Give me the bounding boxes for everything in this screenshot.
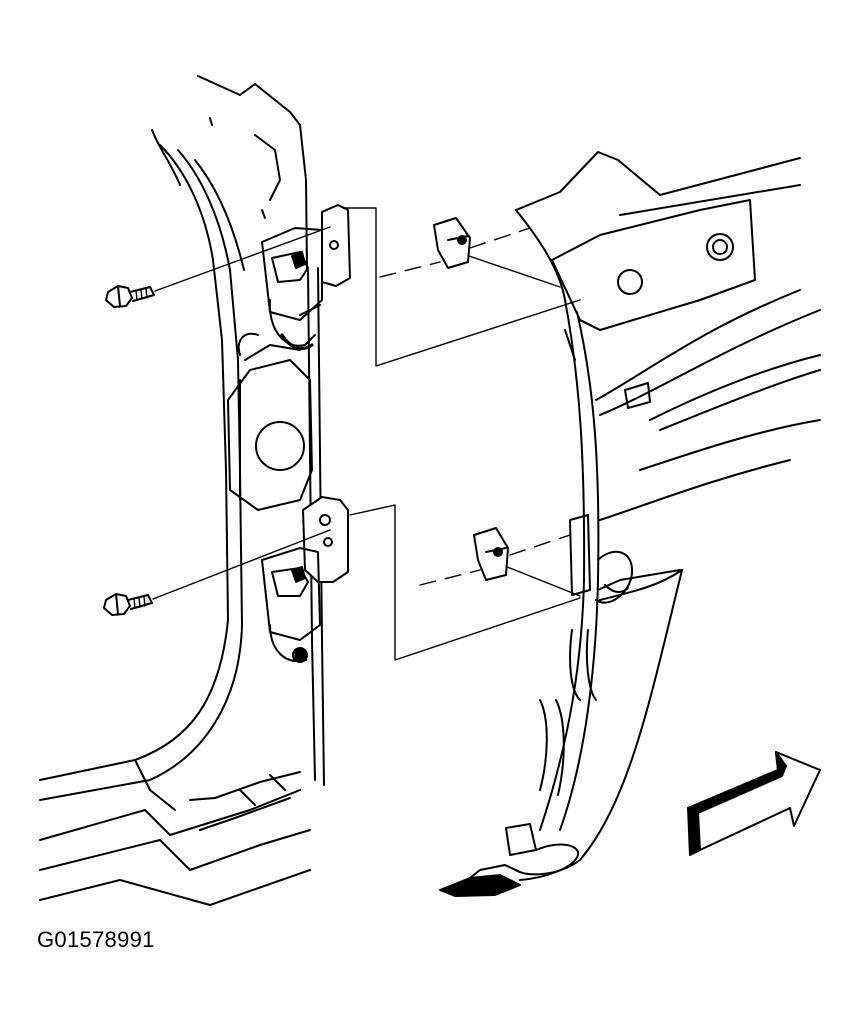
upper-clip-nut: [433, 217, 471, 269]
lower-bolt: [103, 529, 331, 616]
door-panel: [439, 151, 821, 897]
upper-door-hinge: [261, 204, 351, 350]
lower-clip-nut: [473, 527, 509, 581]
figure-id: G01578991: [37, 927, 155, 952]
upper-bolt: [105, 226, 331, 308]
lower-door-hinge: [261, 496, 349, 663]
body-pillar: [39, 75, 325, 906]
forward-arrow-icon: [687, 751, 821, 856]
alignment-leaders: [342, 207, 581, 661]
pillar-reinforcement: [227, 332, 313, 511]
